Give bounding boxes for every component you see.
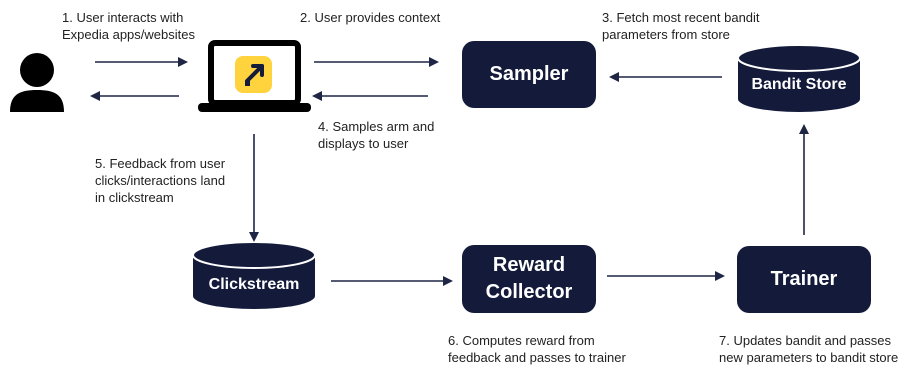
sampler-label: Sampler: [489, 63, 569, 85]
trainer-node: Trainer: [737, 246, 871, 313]
reward-collector-node: Reward Collector: [462, 245, 596, 313]
clickstream-label: Clickstream: [208, 276, 300, 293]
step5-annotation: 5. Feedback from user clicks/interaction…: [95, 156, 226, 205]
step6-annotation: 6. Computes reward from feedback and pas…: [448, 333, 626, 365]
step3-annotation: 3. Fetch most recent bandit parameters f…: [602, 10, 760, 42]
step4-annotation: 4. Samples arm and displays to user: [318, 119, 435, 151]
reward-collector-label-line1: Reward: [492, 254, 566, 276]
user-icon: [10, 53, 64, 112]
trainer-label: Trainer: [770, 268, 838, 290]
bandit-store-label: Bandit Store: [751, 76, 847, 93]
bandit-store-cylinder: [737, 44, 861, 112]
laptop-icon: [198, 40, 311, 112]
step1-annotation: 1. User interacts with Expedia apps/webs…: [62, 10, 195, 42]
sampler-node: Sampler: [462, 41, 596, 108]
clickstream-cylinder: [192, 241, 316, 309]
step7-annotation: 7. Updates bandit and passes new paramet…: [719, 333, 899, 365]
expedia-app-icon: [235, 56, 272, 93]
step2-annotation: 2. User provides context: [300, 10, 441, 25]
reward-collector-label-line2: Collector: [485, 281, 573, 303]
